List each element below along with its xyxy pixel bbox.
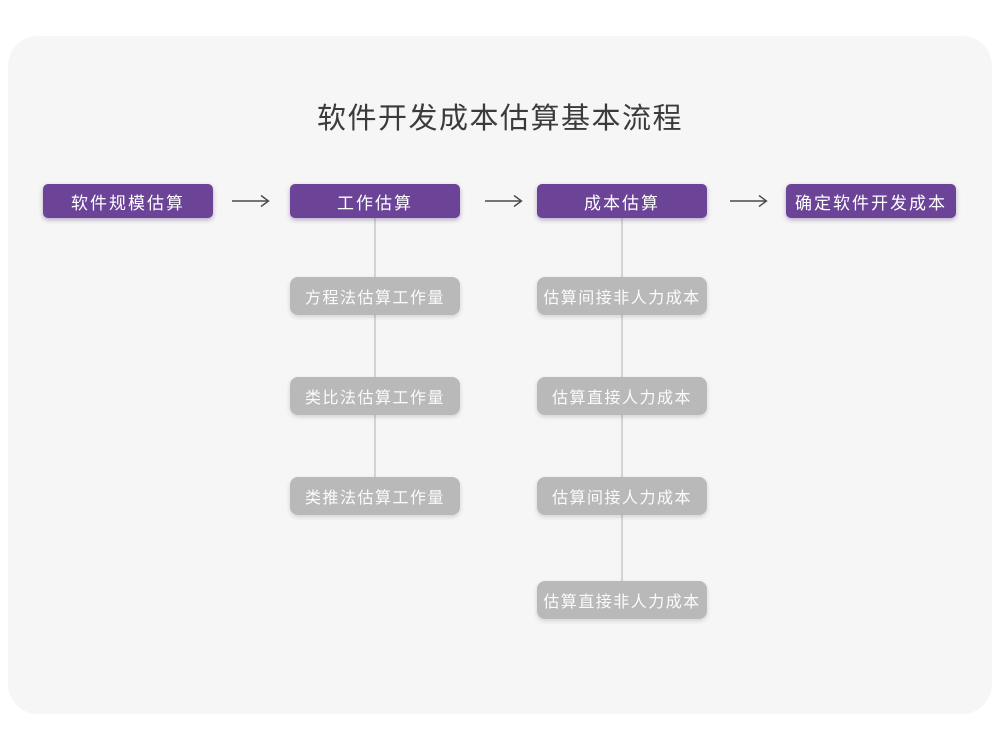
- node-determine-dev-cost: 确定软件开发成本: [786, 184, 956, 218]
- connector-line-work-estimation: [374, 218, 376, 496]
- node-cost-estimation: 成本估算: [537, 184, 707, 218]
- node-analogy-method: 类比法估算工作量: [290, 377, 460, 415]
- node-extrapolation-method: 类推法估算工作量: [290, 477, 460, 515]
- diagram-card: [8, 36, 992, 714]
- arrow-right-icon: [232, 194, 270, 208]
- arrow-right-icon: [730, 194, 768, 208]
- node-equation-method: 方程法估算工作量: [290, 277, 460, 315]
- node-software-size-estimation: 软件规模估算: [43, 184, 213, 218]
- diagram-title: 软件开发成本估算基本流程: [316, 103, 683, 135]
- node-indirect-non-labor-cost: 估算间接非人力成本: [537, 277, 707, 315]
- node-work-estimation: 工作估算: [290, 184, 460, 218]
- arrow-right-icon: [485, 194, 523, 208]
- node-direct-non-labor-cost: 估算直接非人力成本: [537, 581, 707, 619]
- node-indirect-labor-cost: 估算间接人力成本: [537, 477, 707, 515]
- node-direct-labor-cost: 估算直接人力成本: [537, 377, 707, 415]
